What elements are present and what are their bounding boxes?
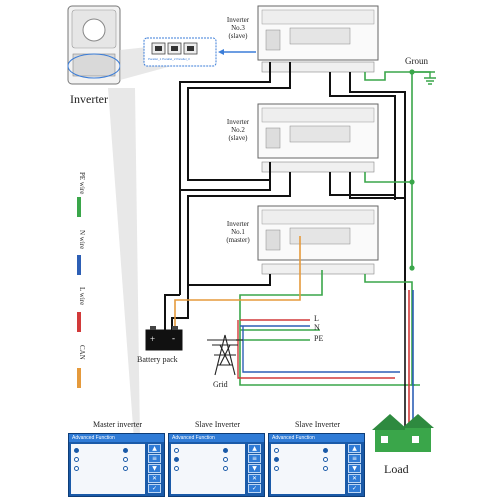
black-wires xyxy=(164,62,406,330)
page-button[interactable]: ≡ xyxy=(348,454,361,463)
slave-screen-2: Advanced Function ▲ ≡ ▼ ✕ ✓ xyxy=(268,433,365,497)
page-button[interactable]: ≡ xyxy=(248,454,261,463)
line-N-label: N xyxy=(314,323,320,332)
inverter-2-box xyxy=(257,103,379,173)
slave-screen-2-side-buttons: ▲ ≡ ▼ ✕ ✓ xyxy=(348,444,361,494)
slave-screen-1-header: Advanced Function xyxy=(169,434,264,442)
ground-symbol xyxy=(412,71,436,85)
radio-3[interactable] xyxy=(174,466,179,471)
legend-n: N wire xyxy=(78,230,86,250)
page-button[interactable]: ≡ xyxy=(148,454,161,463)
battery-plus: + xyxy=(150,334,156,344)
parallel-ports-text: Parallel_1 Parallel_2 Parallel_3 xyxy=(148,57,190,61)
slave-screen-1-body xyxy=(171,444,245,494)
radio-1[interactable] xyxy=(74,448,79,453)
inverter-title: Inverter xyxy=(70,92,108,106)
ok-button[interactable]: ✓ xyxy=(248,484,261,493)
radio-5[interactable] xyxy=(123,457,128,462)
radio-6[interactable] xyxy=(223,466,228,471)
battery-label: Battery pack xyxy=(137,355,178,364)
radio-5[interactable] xyxy=(223,457,228,462)
slave-screen-2-header: Advanced Function xyxy=(269,434,364,442)
screen-title-slave-2: Slave Inverter xyxy=(294,420,341,429)
cancel-button[interactable]: ✕ xyxy=(348,474,361,483)
load-feed xyxy=(404,290,414,430)
line-L-label: L xyxy=(314,314,319,323)
inverter-1-label: Inverter No.1 (master) xyxy=(226,220,250,244)
inverter-2-label: Inverter No.2 (slave) xyxy=(226,118,250,142)
battery-minus: - xyxy=(172,333,175,343)
screen-title-slave-1: Slave Inverter xyxy=(194,420,241,429)
slave-screen-2-body xyxy=(271,444,345,494)
down-button[interactable]: ▼ xyxy=(248,464,261,473)
grid-tower-icon xyxy=(207,334,243,376)
inverter-3-box xyxy=(257,5,379,73)
radio-1[interactable] xyxy=(274,448,279,453)
master-screen-body xyxy=(71,444,145,494)
ground-label: Groun xyxy=(405,56,428,66)
radio-2[interactable] xyxy=(74,457,79,462)
up-button[interactable]: ▲ xyxy=(348,444,361,453)
slave-screen-1: Advanced Function ▲ ≡ ▼ ✕ ✓ xyxy=(168,433,265,497)
parallel-ports-callout xyxy=(143,37,217,67)
radio-3[interactable] xyxy=(274,466,279,471)
master-screen-header: Advanced Function xyxy=(69,434,164,442)
radio-6[interactable] xyxy=(123,466,128,471)
cancel-button[interactable]: ✕ xyxy=(248,474,261,483)
legend-swatches xyxy=(77,197,81,388)
inverter-1-box xyxy=(257,205,379,275)
radio-4[interactable] xyxy=(323,448,328,453)
down-button[interactable]: ▼ xyxy=(348,464,361,473)
load-house-icon xyxy=(372,414,434,452)
up-button[interactable]: ▲ xyxy=(148,444,161,453)
radio-4[interactable] xyxy=(223,448,228,453)
screen-title-master: Master inverter xyxy=(92,420,143,429)
load-label: Load xyxy=(384,462,409,476)
ok-button[interactable]: ✓ xyxy=(148,484,161,493)
legend-pe: PE wire xyxy=(78,172,86,195)
ok-button[interactable]: ✓ xyxy=(348,484,361,493)
grid-lines xyxy=(236,319,400,379)
radio-4[interactable] xyxy=(123,448,128,453)
master-screen: Advanced Function ▲ ≡ ▼ ✕ ✓ xyxy=(68,433,165,497)
radio-1[interactable] xyxy=(174,448,179,453)
radio-6[interactable] xyxy=(323,466,328,471)
line-PE-label: PE xyxy=(314,334,324,343)
slave-screen-1-side-buttons: ▲ ≡ ▼ ✕ ✓ xyxy=(248,444,261,494)
inverter-3-label: Inverter No.3 (slave) xyxy=(226,16,250,40)
down-button[interactable]: ▼ xyxy=(148,464,161,473)
cancel-button[interactable]: ✕ xyxy=(148,474,161,483)
radio-2[interactable] xyxy=(274,457,279,462)
legend-can: CAN xyxy=(78,345,86,360)
up-button[interactable]: ▲ xyxy=(248,444,261,453)
zoom-funnel xyxy=(108,88,140,440)
legend-l: L wire xyxy=(78,287,86,306)
radio-2[interactable] xyxy=(174,457,179,462)
radio-5[interactable] xyxy=(323,457,328,462)
master-screen-side-buttons: ▲ ≡ ▼ ✕ ✓ xyxy=(148,444,161,494)
radio-3[interactable] xyxy=(74,466,79,471)
grid-label: Grid xyxy=(213,380,228,389)
battery-pack xyxy=(145,326,183,351)
can-wire xyxy=(174,236,301,330)
inverter-illustration xyxy=(67,5,121,85)
